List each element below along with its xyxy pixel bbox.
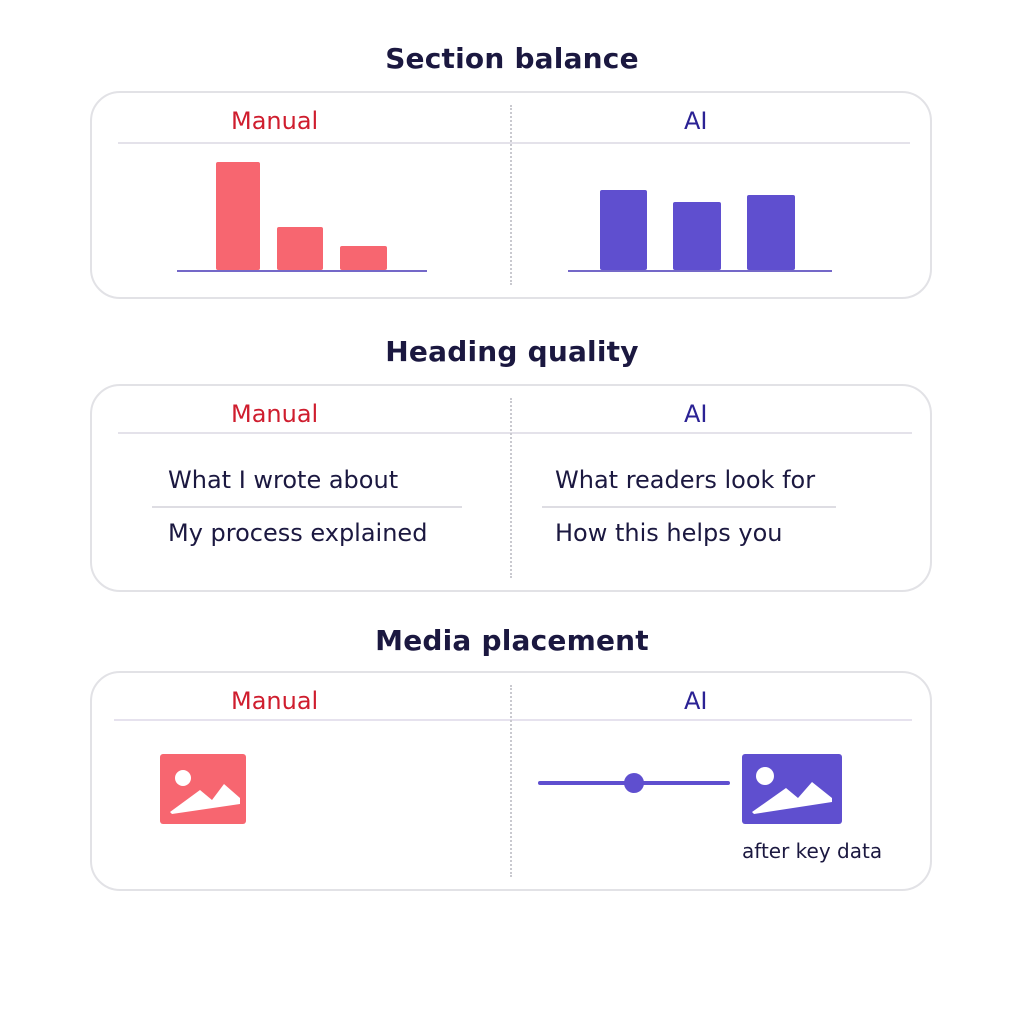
- ai-heading-2: How this helps you: [555, 519, 783, 547]
- heading-quality-title: Heading quality: [385, 335, 639, 368]
- media-placement-title: Media placement: [375, 624, 649, 657]
- ai-bar-3: [747, 195, 795, 270]
- ai-baseline: [568, 270, 832, 272]
- ai-label: AI: [684, 687, 708, 715]
- ai-heading-separator: [542, 506, 836, 508]
- manual-bar-3: [340, 246, 387, 270]
- ai-label: AI: [684, 400, 708, 428]
- manual-heading-1: What I wrote about: [168, 466, 399, 494]
- ai-timeline-marker: [624, 773, 644, 793]
- ai-media-caption: after key data: [742, 839, 883, 863]
- image-icon: [160, 754, 246, 824]
- header-rule: [118, 432, 912, 434]
- manual-heading-separator: [152, 506, 462, 508]
- ai-heading-1: What readers look for: [555, 466, 816, 494]
- column-divider: [510, 685, 512, 877]
- manual-label: Manual: [231, 400, 319, 428]
- ai-label: AI: [684, 107, 708, 135]
- header-rule: [114, 719, 912, 721]
- header-rule: [118, 142, 910, 144]
- manual-bar-1: [216, 162, 260, 270]
- ai-bar-2: [673, 202, 721, 270]
- manual-heading-2: My process explained: [168, 519, 428, 547]
- manual-baseline: [177, 270, 427, 272]
- manual-label: Manual: [231, 687, 319, 715]
- heading-quality-card: Manual AI What I wrote about My process …: [90, 384, 932, 592]
- ai-bar-1: [600, 190, 647, 270]
- manual-bar-2: [277, 227, 323, 270]
- section-balance-card: Manual AI: [90, 91, 932, 299]
- section-balance-title: Section balance: [385, 42, 639, 75]
- media-placement-card: Manual AI after key data: [90, 671, 932, 891]
- manual-label: Manual: [231, 107, 319, 135]
- image-icon: [742, 754, 842, 824]
- column-divider: [510, 398, 512, 578]
- column-divider: [510, 105, 512, 285]
